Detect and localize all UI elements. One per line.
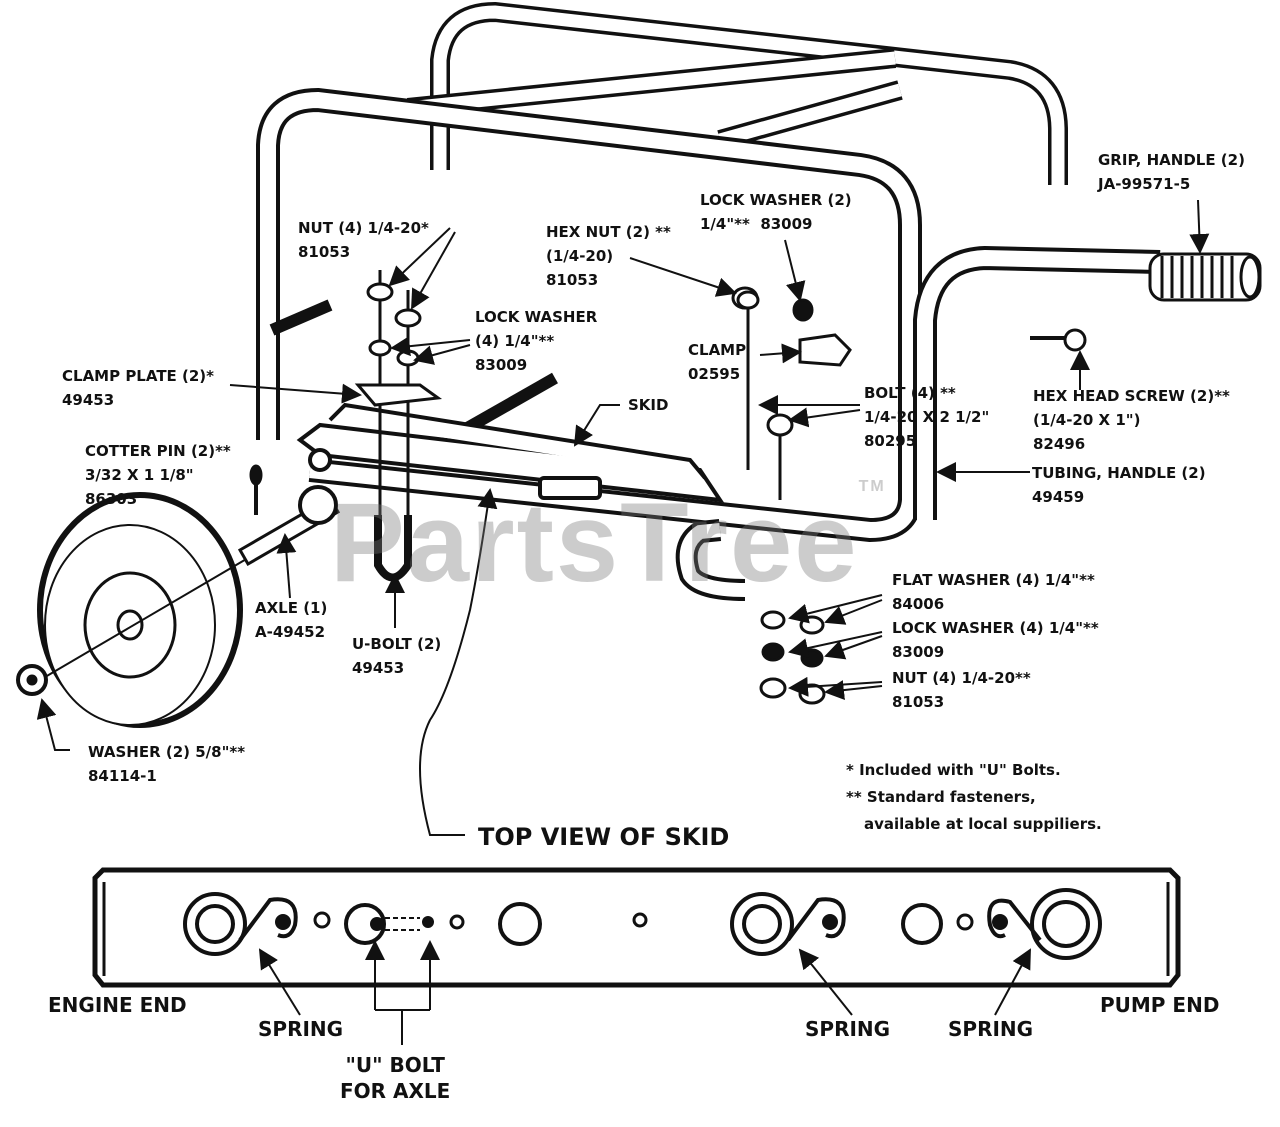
skid bbox=[296, 402, 725, 503]
callout-hex-nut: HEX NUT (2) **(1/4-20)81053 bbox=[546, 223, 671, 289]
callout-flat-washer: FLAT WASHER (4) 1/4"**84006 bbox=[892, 571, 1095, 613]
callout-cotter-pin: COTTER PIN (2)**3/32 X 1 1/8"86303 bbox=[85, 442, 231, 508]
callout-nut-bottom: NUT (4) 1/4-20**81053 bbox=[892, 669, 1031, 711]
pump-end-label: PUMP END bbox=[1100, 993, 1220, 1017]
cotter-pin bbox=[249, 464, 263, 515]
callout-nut-top: NUT (4) 1/4-20*81053 bbox=[298, 219, 429, 261]
callout-bolt: BOLT (4) **1/4-20 X 2 1/2"80295 bbox=[864, 384, 990, 450]
spring-label-2: SPRING bbox=[805, 1017, 891, 1041]
callout-clamp-plate: CLAMP PLATE (2)*49453 bbox=[62, 367, 215, 409]
callout-washer: WASHER (2) 5/8"**84114-1 bbox=[88, 743, 246, 785]
callout-lock-washer-left: LOCK WASHER(4) 1/4"**83009 bbox=[475, 308, 598, 374]
callout-skid: SKID bbox=[628, 396, 669, 414]
callout-lock-washer-bottom: LOCK WASHER (4) 1/4"**83009 bbox=[892, 619, 1099, 661]
top-view-title: TOP VIEW OF SKID bbox=[478, 823, 730, 851]
top-view-leaders bbox=[258, 940, 1031, 1045]
axle bbox=[16, 485, 341, 696]
frame-tubing bbox=[256, 1, 1161, 601]
callout-hex-head-screw: HEX HEAD SCREW (2)**(1/4-20 X 1")82496 bbox=[1033, 387, 1230, 453]
callout-lock-washer-top: LOCK WASHER (2) 1/4"** 83009 bbox=[700, 191, 852, 233]
handle-grip bbox=[1148, 252, 1262, 302]
wheel bbox=[37, 492, 243, 728]
spring-label-3: SPRING bbox=[948, 1017, 1034, 1041]
callout-axle: AXLE (1)A-49452 bbox=[255, 599, 328, 641]
callout-grip-handle: GRIP, HANDLE (2)JA-99571-5 bbox=[1098, 151, 1245, 193]
footnotes: * Included with "U" Bolts. ** Standard f… bbox=[846, 761, 1102, 833]
u-bolt-axle-label: "U" BOLT FOR AXLE bbox=[340, 1053, 451, 1103]
callout-tubing-handle: TUBING, HANDLE (2)49459 bbox=[1032, 464, 1206, 506]
engine-end-label: ENGINE END bbox=[48, 993, 187, 1017]
watermark: PartsTreeTM bbox=[330, 478, 886, 605]
skid-top-view bbox=[92, 867, 1181, 988]
callout-u-bolt: U-BOLT (2)49453 bbox=[352, 635, 442, 677]
spring-label-1: SPRING bbox=[258, 1017, 344, 1041]
leader-lines bbox=[36, 199, 1210, 836]
